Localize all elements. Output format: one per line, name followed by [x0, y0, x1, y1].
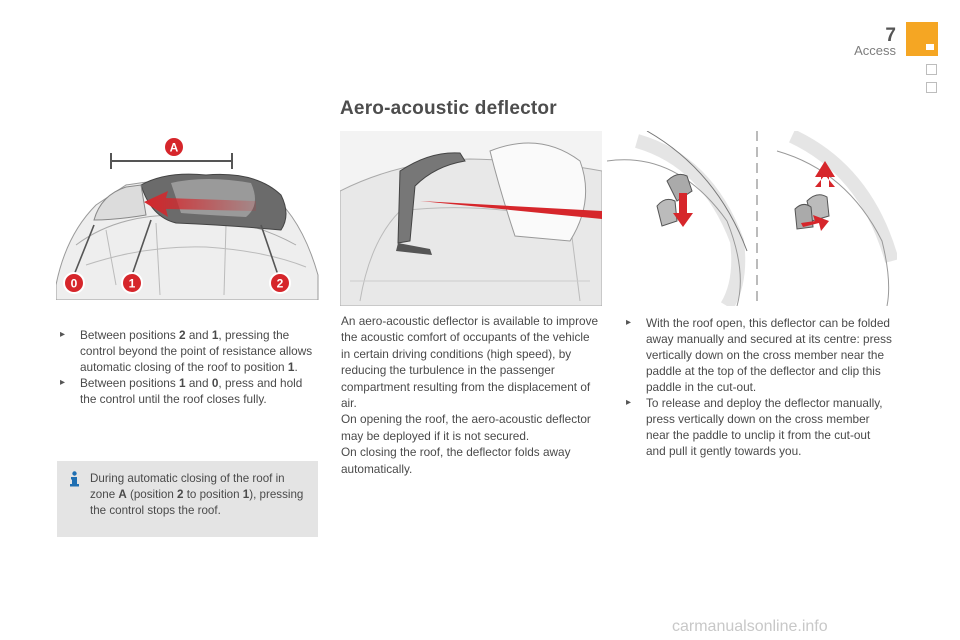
- chapter-tab[interactable]: [926, 64, 937, 75]
- tab-marker-icon: [926, 44, 934, 50]
- instruction-item: ▸ With the roof open, this deflector can…: [626, 316, 892, 394]
- position-label: 0: [71, 277, 78, 291]
- position-2-badge: 2: [269, 272, 291, 294]
- watermark: carmanualsonline.info: [672, 618, 828, 635]
- roof-control-instructions: ▸ Between positions 2 and 1, pressing th…: [58, 327, 320, 407]
- zone-a-label: A: [170, 141, 179, 155]
- info-note: During automatic closing of the roof in …: [57, 461, 318, 537]
- paragraph-line: On closing the roof, the deflector folds…: [341, 445, 571, 476]
- position-1-badge: 1: [121, 272, 143, 294]
- bullet-icon: ▸: [60, 329, 66, 340]
- deflector-description: An aero-acoustic deflector is available …: [341, 313, 601, 477]
- section-name: Access: [854, 43, 896, 58]
- deflector-illustration: [340, 131, 602, 306]
- instruction-item: ▸ To release and deploy the deflector ma…: [626, 396, 883, 458]
- chapter-tab[interactable]: [926, 82, 937, 93]
- bullet-icon: ▸: [626, 317, 632, 328]
- zone-a-badge: A: [163, 136, 185, 158]
- position-0-badge: 0: [63, 272, 85, 294]
- page-number: 7: [885, 25, 896, 46]
- paragraph-line: An aero-acoustic deflector is available …: [341, 314, 599, 411]
- bullet-icon: ▸: [626, 397, 632, 408]
- info-icon: [70, 471, 79, 487]
- bullet-icon: ▸: [60, 377, 66, 388]
- chapter-tab-active[interactable]: [906, 22, 938, 56]
- paragraph-line: On opening the roof, the aero-acoustic d…: [341, 412, 591, 443]
- page-title: Aero-acoustic deflector: [340, 98, 557, 119]
- paddle-detail-illustration: [607, 131, 897, 306]
- instruction-item: ▸ Between positions 1 and 0, press and h…: [60, 376, 303, 406]
- instruction-item: ▸ Between positions 2 and 1, pressing th…: [60, 328, 313, 374]
- roof-positions-illustration: A 0 1 2: [56, 135, 320, 300]
- info-text: During automatic closing of the roof in …: [90, 472, 304, 517]
- deflector-instructions: ▸ With the roof open, this deflector can…: [624, 315, 892, 459]
- position-label: 1: [129, 277, 136, 291]
- position-label: 2: [277, 277, 284, 291]
